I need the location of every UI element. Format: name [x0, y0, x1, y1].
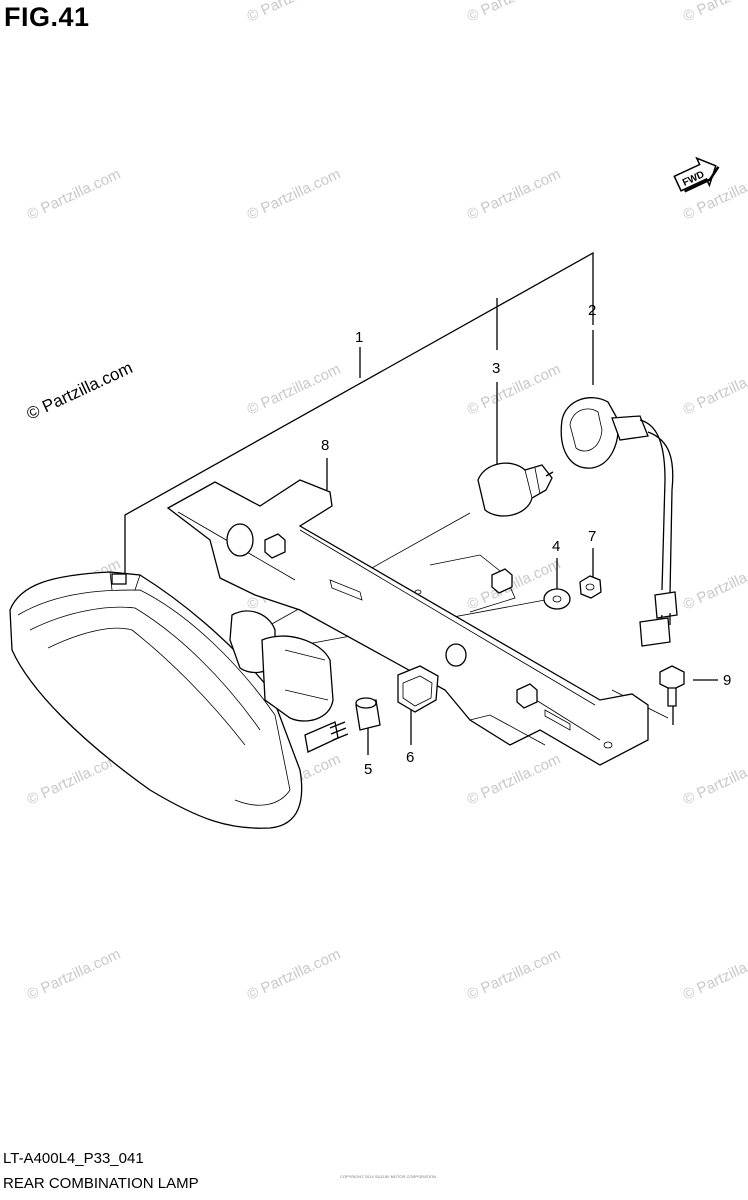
callout-3: 3: [492, 360, 500, 377]
watermark: © Partzilla.com: [681, 361, 748, 419]
socket-part: [560, 397, 678, 647]
watermark: © Partzilla.com: [245, 946, 344, 1004]
callout-4: 4: [552, 538, 560, 555]
watermark: © Partzilla.com: [681, 0, 748, 26]
watermark-dark: © Partzilla.com: [24, 358, 136, 424]
bulb-part: [477, 462, 554, 517]
copyright-fine-print: COPYRIGHT 2014 SUZUKI MOTOR CORPORATION: [339, 1174, 436, 1179]
watermark: © Partzilla.com: [465, 946, 564, 1004]
fwd-arrow-icon: FWD: [673, 156, 720, 193]
bolt-part: [659, 665, 685, 707]
watermark: © Partzilla.com: [465, 166, 564, 224]
watermark-layer: © Partzilla.com © Partzilla.com © Partzi…: [24, 0, 748, 1004]
watermark: © Partzilla.com: [25, 166, 124, 224]
washer-part: [543, 588, 571, 610]
watermark: © Partzilla.com: [245, 361, 344, 419]
watermark: © Partzilla.com: [465, 0, 564, 26]
watermark: © Partzilla.com: [245, 166, 344, 224]
watermark: © Partzilla.com: [681, 946, 748, 1004]
callout-6: 6: [406, 749, 414, 766]
figure-title: FIG.41: [4, 2, 90, 32]
grommet-part: [397, 665, 439, 713]
callout-2: 2: [588, 302, 596, 319]
callout-9: 9: [723, 672, 731, 689]
watermark: © Partzilla.com: [681, 751, 748, 809]
callout-8: 8: [321, 437, 329, 454]
callout-1: 1: [355, 329, 363, 346]
spacer-part: [355, 697, 381, 731]
watermark: © Partzilla.com: [681, 556, 748, 614]
bracket-part: [166, 479, 649, 766]
model-code: LT-A400L4_P33_041: [3, 1150, 144, 1167]
callout-labels: 1 2 3 4 5 6 7 8 9: [321, 302, 731, 778]
lamp-assembly-part: [9, 571, 349, 829]
callout-7: 7: [588, 528, 596, 545]
nut-part: [579, 575, 602, 599]
figure-name: REAR COMBINATION LAMP: [3, 1175, 199, 1192]
watermark: © Partzilla.com: [25, 946, 124, 1004]
watermark: © Partzilla.com: [465, 361, 564, 419]
watermark: © Partzilla.com: [465, 751, 564, 809]
watermark: © Partzilla.com: [245, 0, 344, 26]
callout-5: 5: [364, 761, 372, 778]
